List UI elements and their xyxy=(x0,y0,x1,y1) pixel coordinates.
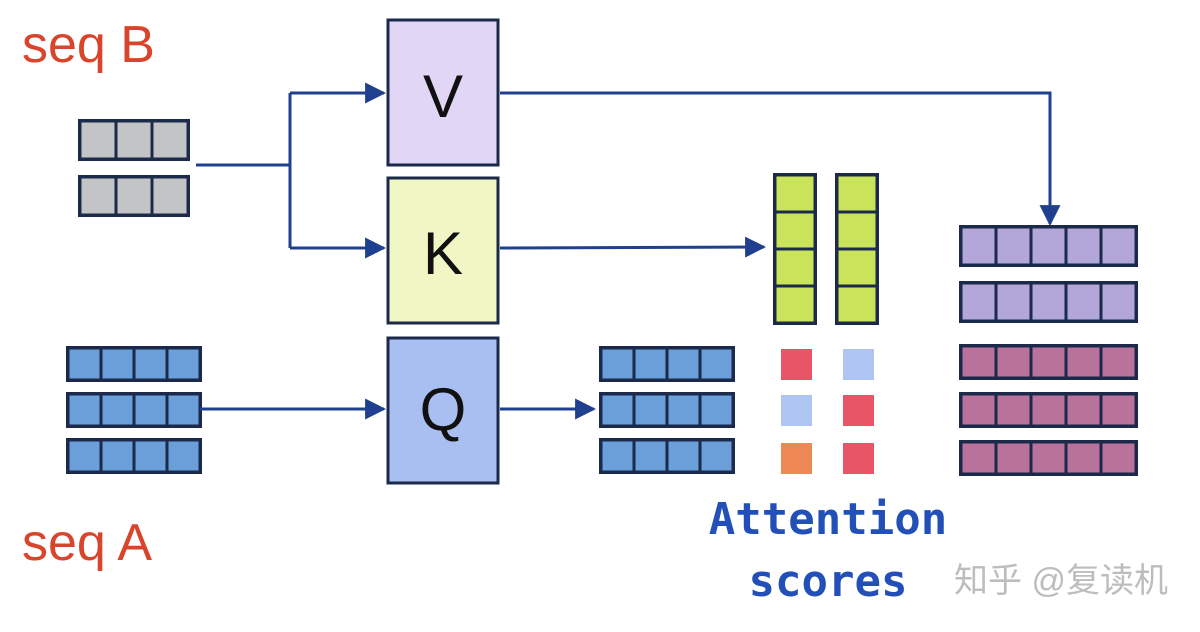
value-vector-cell xyxy=(997,228,1030,264)
query-vector-cell xyxy=(635,349,666,379)
attention-score-square xyxy=(781,395,812,426)
seq-b-vector-cell xyxy=(117,178,151,214)
query-vector-cell xyxy=(602,395,633,425)
query-vector-cell xyxy=(668,441,699,471)
output-vector-cell xyxy=(997,443,1030,473)
k-projection-box xyxy=(386,176,500,325)
watermark: 知乎 @复读机 xyxy=(954,562,1168,600)
attention-score-square xyxy=(843,349,874,380)
attention-scores-label-line1: Attention xyxy=(709,494,947,545)
key-vector-cell xyxy=(838,213,876,248)
seq-a-label: seq A xyxy=(22,514,152,572)
query-vector-cell xyxy=(701,395,732,425)
key-vectors xyxy=(773,173,879,325)
output-vector-cell xyxy=(1067,347,1100,377)
seq-a-vector-cell xyxy=(168,441,199,471)
query-vector-cell xyxy=(635,441,666,471)
value-vector-cell xyxy=(1067,284,1100,320)
query-vector-cell xyxy=(602,349,633,379)
key-vector-cell xyxy=(776,250,814,285)
seq-a-vector-cell xyxy=(69,349,100,379)
output-vector-cell xyxy=(1032,347,1065,377)
seq-a-vector-cell xyxy=(69,395,100,425)
query-vector-cell xyxy=(635,395,666,425)
seq-b-vectors xyxy=(78,119,190,217)
seq-a-vector-cell xyxy=(168,349,199,379)
output-vector-cell xyxy=(1032,443,1065,473)
v-box-label: V xyxy=(423,63,463,130)
seq-b-vector-cell xyxy=(117,122,151,158)
output-vector-cell xyxy=(1067,443,1100,473)
arrow-v-to-output xyxy=(500,91,1061,227)
seq-b-label: seq B xyxy=(22,16,155,74)
key-vector-cell xyxy=(838,176,876,211)
output-vector-cell xyxy=(1102,347,1135,377)
value-vector-cell xyxy=(1067,228,1100,264)
query-vector-cell xyxy=(701,441,732,471)
query-vectors xyxy=(599,346,735,474)
value-vector-cell xyxy=(997,284,1030,320)
output-vector-cell xyxy=(962,347,995,377)
key-vector-cell xyxy=(776,176,814,211)
value-vectors xyxy=(959,225,1138,323)
output-vector-cell xyxy=(1032,395,1065,425)
k-box-label: K xyxy=(423,220,463,287)
seq-b-vector-cell xyxy=(81,178,115,214)
seq-a-vector-cell xyxy=(102,395,133,425)
attention-score-square xyxy=(843,395,874,426)
attention-scores-label-line2: scores xyxy=(749,556,908,607)
seq-a-vectors xyxy=(66,346,202,474)
seq-a-vector-cell xyxy=(135,395,166,425)
attention-score-square xyxy=(843,443,874,474)
output-vector-cell xyxy=(1102,443,1135,473)
key-vector-cell xyxy=(776,287,814,322)
arrow-k-to-keys xyxy=(499,236,767,258)
attention-score-squares xyxy=(781,349,874,474)
seq-a-vector-cell xyxy=(102,441,133,471)
q-box-label: Q xyxy=(420,376,467,443)
attention-score-square xyxy=(781,349,812,380)
value-vector-cell xyxy=(1032,228,1065,264)
key-vector-cell xyxy=(838,250,876,285)
query-vector-cell xyxy=(668,349,699,379)
query-vector-cell xyxy=(701,349,732,379)
seq-a-vector-cell xyxy=(168,395,199,425)
value-vector-cell xyxy=(1032,284,1065,320)
value-vector-cell xyxy=(1102,228,1135,264)
v-projection-box xyxy=(386,18,500,167)
key-vector-cell xyxy=(776,213,814,248)
attention-score-square xyxy=(781,443,812,474)
output-vector-cell xyxy=(997,347,1030,377)
seq-b-vector-cell xyxy=(153,178,187,214)
value-vector-cell xyxy=(962,228,995,264)
seq-a-vector-cell xyxy=(135,441,166,471)
output-vector-cell xyxy=(962,443,995,473)
seq-a-vector-cell xyxy=(135,349,166,379)
q-projection-box xyxy=(386,336,500,485)
value-vector-cell xyxy=(1102,284,1135,320)
query-vector-cell xyxy=(668,395,699,425)
seq-a-vector-cell xyxy=(69,441,100,471)
seq-a-vector-cell xyxy=(102,349,133,379)
output-vector-cell xyxy=(1102,395,1135,425)
seq-b-vector-cell xyxy=(81,122,115,158)
output-vectors xyxy=(959,344,1138,476)
output-vector-cell xyxy=(997,395,1030,425)
output-vector-cell xyxy=(962,395,995,425)
seq-b-vector-cell xyxy=(153,122,187,158)
key-vector-cell xyxy=(838,287,876,322)
value-vector-cell xyxy=(962,284,995,320)
output-vector-cell xyxy=(1067,395,1100,425)
query-vector-cell xyxy=(602,441,633,471)
